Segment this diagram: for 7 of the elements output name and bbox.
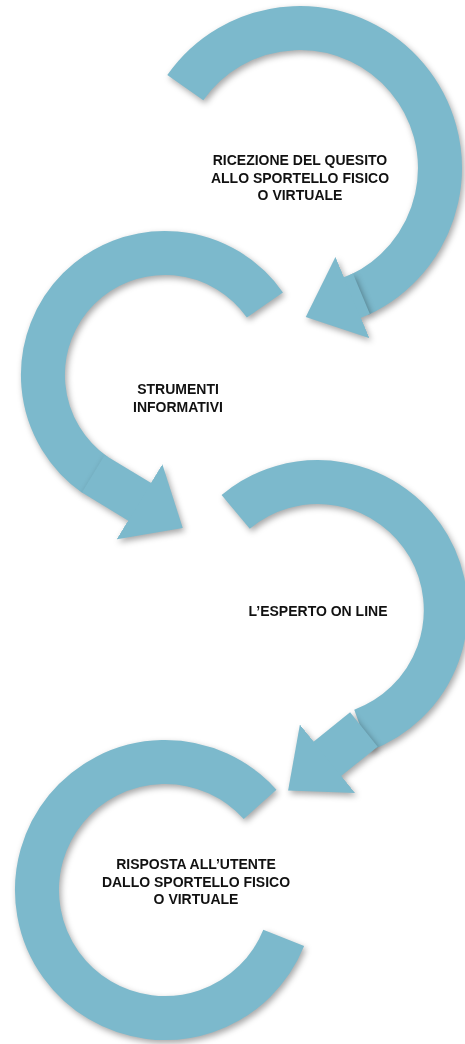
arrow [305, 256, 370, 339]
step-label: STRUMENTI INFORMATIVI [132, 380, 224, 416]
step-label: L’ESPERTO ON LINE [247, 603, 389, 621]
arrow [81, 454, 183, 540]
arrow [288, 712, 378, 794]
step-label: RICEZIONE DEL QUESITO ALLO SPORTELLO FISICO O VIRTUALE [209, 151, 391, 205]
step-label: RISPOSTA ALL’UTENTE DALLO SPORTELLO FISICO O VIRTUALE [101, 855, 291, 909]
